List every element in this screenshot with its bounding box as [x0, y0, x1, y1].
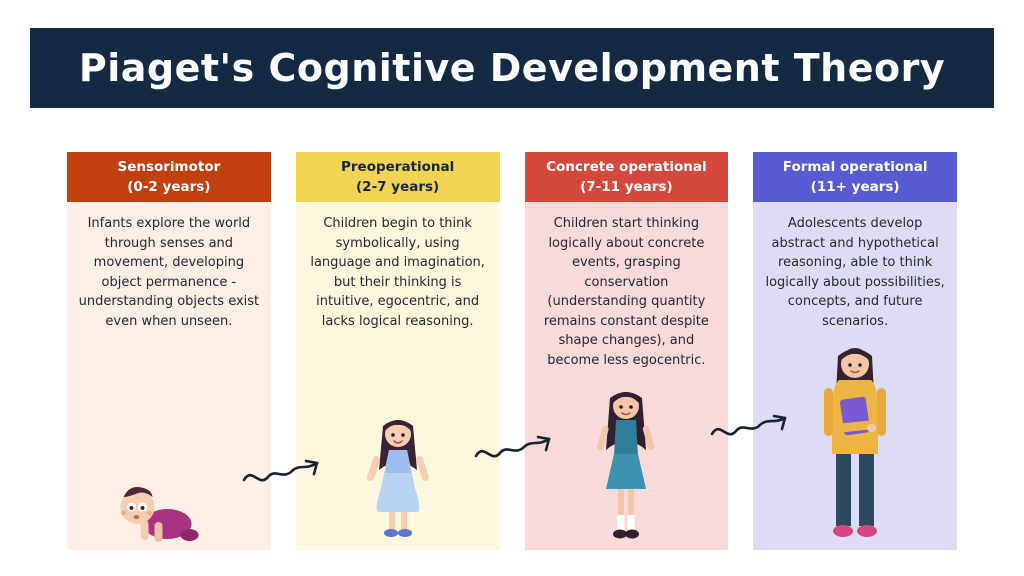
stage-description-panel: Children start thinking logically about … [524, 202, 729, 550]
stage-age-range: (7-11 years) [580, 179, 673, 195]
stage-sensorimotor: Sensorimotor (0-2 years) Infants explore… [67, 152, 271, 550]
stage-description: Infants explore the world through senses… [78, 216, 260, 329]
stage-age-range: (11+ years) [810, 179, 900, 195]
stage-description: Adolescents develop abstract and hypothe… [765, 216, 945, 329]
stage-header: Concrete operational (7-11 years) [524, 152, 729, 202]
young-girl-icon [366, 420, 429, 537]
title-banner: Piaget's Cognitive Development Theory [30, 28, 994, 108]
stage-age-range: (2-7 years) [356, 179, 440, 195]
stage-header: Formal operational (11+ years) [753, 152, 957, 202]
stage-name: Preoperational [340, 158, 455, 175]
stage-concrete-operational: Concrete operational (7-11 years) Childr… [524, 152, 729, 550]
stage-preoperational: Preoperational (2-7 years) Children begi… [295, 152, 500, 550]
stage-description-panel: Adolescents develop abstract and hypothe… [753, 202, 957, 550]
young-girl-illustration [365, 412, 431, 544]
stage-description: Children begin to think symbolically, us… [310, 216, 485, 329]
crawling-baby-icon [120, 487, 199, 542]
stages-container: Sensorimotor (0-2 years) Infants explore… [67, 152, 957, 550]
teenager-icon [824, 348, 887, 537]
stage-name: Formal operational [782, 158, 928, 175]
stage-description-panel: Infants explore the world through senses… [67, 202, 271, 550]
school-girl-icon [597, 392, 655, 539]
stage-formal-operational: Formal operational (11+ years) Adolescen… [753, 152, 957, 550]
stage-description: Children start thinking logically about … [543, 216, 709, 368]
stage-header: Preoperational (2-7 years) [295, 152, 500, 202]
stage-name: Concrete operational [546, 158, 707, 175]
stage-name: Sensorimotor [117, 158, 221, 175]
crawling-baby-illustration [109, 480, 204, 546]
teenager-illustration [812, 342, 898, 544]
school-girl-illustration [590, 386, 662, 544]
page-title: Piaget's Cognitive Development Theory [78, 46, 946, 90]
stage-header: Sensorimotor (0-2 years) [67, 152, 271, 202]
stage-age-range: (0-2 years) [127, 179, 211, 195]
stage-description-panel: Children begin to think symbolically, us… [295, 202, 500, 550]
